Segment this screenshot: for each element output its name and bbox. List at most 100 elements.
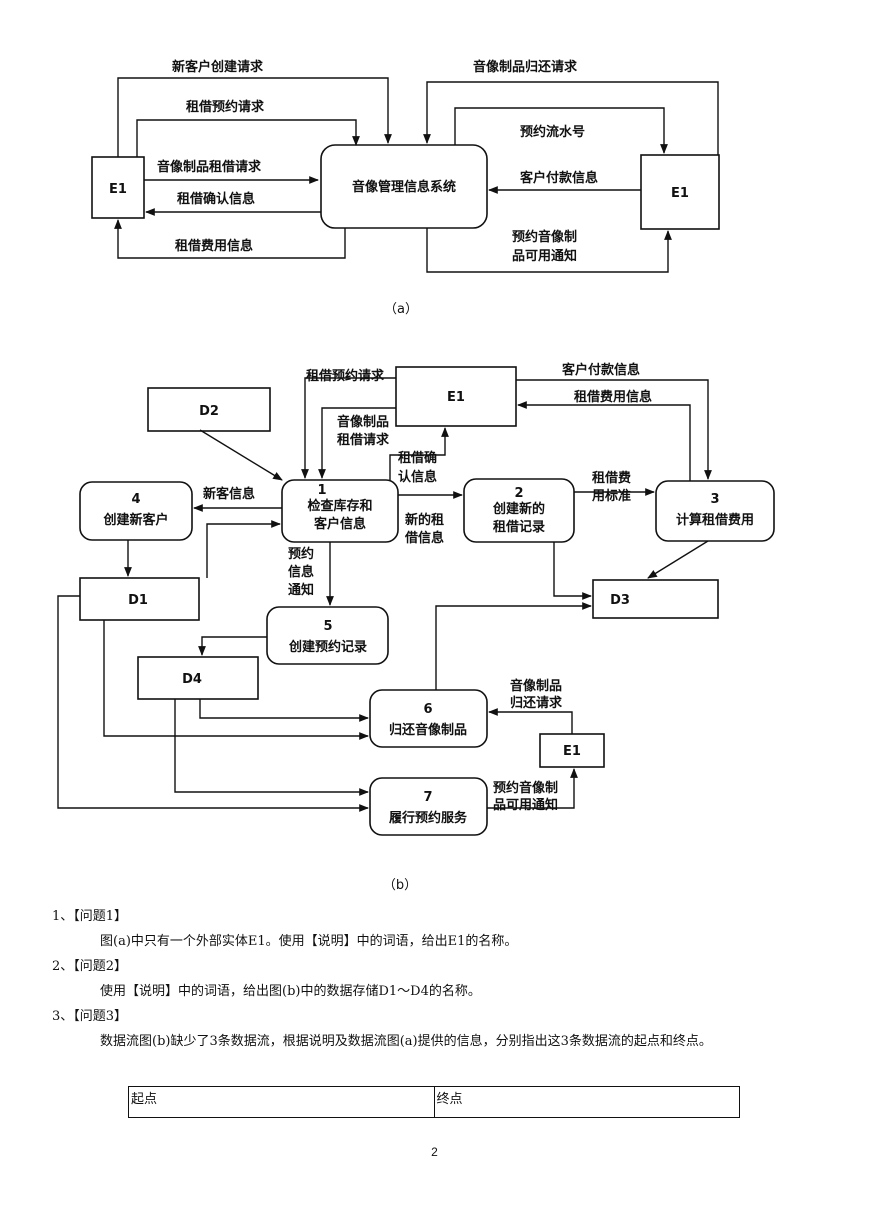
entity-e1-left-label: E1 xyxy=(109,182,127,197)
flow-b-rental-fee-info xyxy=(517,401,691,481)
label-b-reservation-info-2: 信息 xyxy=(288,564,314,580)
process-7-box xyxy=(369,777,488,836)
flow-b-p2-to-d3 xyxy=(553,542,592,600)
entity-e1-right-label: E1 xyxy=(671,186,689,201)
label-b-rental-fee-info: 租借费用信息 xyxy=(574,389,652,405)
store-d2-label: D2 xyxy=(199,404,219,419)
label-b-return-request-1: 音像制品 xyxy=(510,678,562,694)
external-entity-e1-bottom xyxy=(539,733,605,768)
process-5-box xyxy=(266,606,389,665)
label-b-fee-standard-1: 租借费 xyxy=(592,470,631,486)
answer-col-start[interactable]: 起点 xyxy=(128,1086,435,1118)
question-2-title: 2、【问题2】 xyxy=(52,959,128,974)
flow-b-d2-to-p1 xyxy=(199,429,283,481)
process-1-line1: 检查库存和 xyxy=(307,498,372,514)
label-b-availability-2: 品可用通知 xyxy=(493,797,558,813)
label-availability-notice-1: 预约音像制 xyxy=(512,229,577,245)
label-rental-fee-info: 租借费用信息 xyxy=(175,238,253,254)
diagram-a: E1 音像管理信息系统 E1 新客户创建请求 租借预约请求 音像制品租借请求 租… xyxy=(91,59,720,317)
data-store-d4 xyxy=(137,656,259,700)
process-3-line1: 计算租借费用 xyxy=(676,512,754,528)
label-b-rental-request-1: 音像制品 xyxy=(337,414,389,430)
flow-b-p5-to-d4 xyxy=(198,636,267,656)
store-d1-label: D1 xyxy=(128,593,148,608)
caption-a: （a） xyxy=(384,302,418,317)
answer-col-end[interactable]: 终点 xyxy=(433,1086,740,1118)
flow-b-d1-to-p1 xyxy=(206,520,281,578)
store-d3-label: D3 xyxy=(610,593,630,608)
flow-b-p3-to-d3 xyxy=(647,540,709,579)
answer-table: 起点 终点 xyxy=(128,1086,740,1118)
label-availability-notice-2: 品可用通知 xyxy=(512,248,577,264)
store-d4-label: D4 xyxy=(182,672,202,687)
process-4-number: 4 xyxy=(131,492,140,507)
flow-b-rental-request xyxy=(318,407,396,479)
process-2-line2: 租借记录 xyxy=(493,519,545,535)
label-b-fee-standard-2: 用标准 xyxy=(591,488,631,504)
label-rental-request: 音像制品租借请求 xyxy=(157,159,262,175)
label-b-new-rental-info-2: 借信息 xyxy=(404,530,444,546)
question-1-body: 图(a)中只有一个外部实体E1。使用【说明】中的词语，给出E1的名称。 xyxy=(100,934,518,949)
process-3-box xyxy=(655,480,775,542)
flow-b-d4-to-p7 xyxy=(174,699,369,796)
process-2-line1: 创建新的 xyxy=(492,501,545,517)
data-flow-diagrams: E1 音像管理信息系统 E1 新客户创建请求 租借预约请求 音像制品租借请求 租… xyxy=(57,59,775,893)
process-7-line1: 履行预约服务 xyxy=(389,810,468,826)
data-store-d2 xyxy=(147,387,271,432)
external-entity-e1-right xyxy=(640,154,720,230)
label-b-reservation-request: 租借预约请求 xyxy=(306,368,385,384)
process-4-box xyxy=(79,481,193,541)
process-1-line2: 客户信息 xyxy=(314,516,366,532)
data-store-d1 xyxy=(79,577,200,621)
process-6-box xyxy=(369,689,488,748)
flow-reservation-serial xyxy=(454,107,668,154)
label-b-new-customer-info: 新客信息 xyxy=(203,486,255,502)
flow-b-p6-to-d3 xyxy=(435,602,592,690)
process-6-line1: 归还音像制品 xyxy=(389,722,467,738)
process-2-box xyxy=(463,478,575,543)
process-1-box xyxy=(281,479,399,543)
flow-b-d4-to-p6 xyxy=(199,699,369,722)
page-number: 2 xyxy=(431,1145,438,1159)
label-b-return-request-2: 归还请求 xyxy=(510,695,563,711)
flow-b-d1-to-p6 xyxy=(103,620,369,740)
flow-new-customer-request xyxy=(117,77,392,157)
label-b-reservation-info-1: 预约 xyxy=(288,546,314,562)
process-3-number: 3 xyxy=(710,492,719,507)
entity-e1-bottom-label: E1 xyxy=(563,744,581,759)
label-rental-confirmation: 租借确认信息 xyxy=(177,191,255,207)
flow-b-reservation-request xyxy=(301,377,396,479)
label-b-confirmation-1: 租借确 xyxy=(398,450,437,466)
process-7-number: 7 xyxy=(423,790,432,805)
label-b-reservation-info-3: 通知 xyxy=(288,582,314,598)
diagram-b: D2 E1 1 检查库存和 客户信息 4 创建新客户 2 创建新的 租借记录 3… xyxy=(57,362,775,893)
process-4-line1: 创建新客户 xyxy=(102,512,168,528)
entity-e1-top-label: E1 xyxy=(447,390,465,405)
system-label: 音像管理信息系统 xyxy=(352,179,456,195)
flow-availability-notice xyxy=(426,228,672,273)
process-5-number: 5 xyxy=(323,619,332,634)
question-1-title: 1、【问题1】 xyxy=(52,909,128,924)
label-return-request: 音像制品归还请求 xyxy=(473,59,578,75)
label-customer-payment: 客户付款信息 xyxy=(520,170,598,186)
label-b-confirmation-2: 认信息 xyxy=(398,469,437,485)
process-1-number: 1 xyxy=(317,483,326,498)
question-2-body: 使用【说明】中的词语，给出图(b)中的数据存储D1～D4的名称。 xyxy=(100,984,481,999)
flow-b-confirmation xyxy=(389,427,449,480)
caption-b: （b） xyxy=(383,878,417,893)
flow-b-availability xyxy=(487,768,578,809)
label-rental-reservation-request: 租借预约请求 xyxy=(186,99,265,115)
process-2-number: 2 xyxy=(514,486,523,501)
label-b-availability-1: 预约音像制 xyxy=(493,780,558,796)
flow-rental-reservation-request xyxy=(136,119,360,157)
process-5-line1: 创建预约记录 xyxy=(288,639,367,655)
data-store-d3 xyxy=(592,579,719,619)
flow-b-customer-payment xyxy=(516,379,712,480)
label-reservation-serial: 预约流水号 xyxy=(520,124,585,140)
flow-return-request xyxy=(423,81,719,155)
external-entity-e1-left xyxy=(91,156,145,219)
label-new-customer-request: 新客户创建请求 xyxy=(172,59,264,75)
flow-rental-fee-info xyxy=(114,219,346,259)
system-process-box xyxy=(320,144,488,229)
flow-b-return-request xyxy=(488,708,573,734)
